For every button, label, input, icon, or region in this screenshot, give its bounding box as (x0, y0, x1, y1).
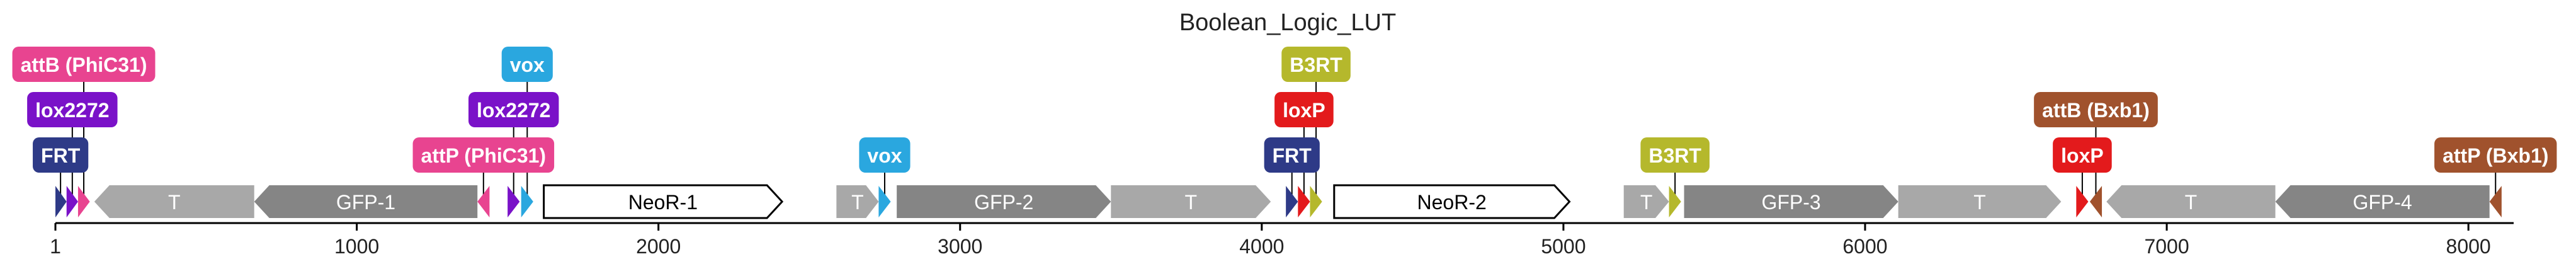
lox2272-label-2-text: lox2272 (477, 99, 550, 122)
axis-tick-label: 3000 (938, 235, 982, 258)
b3rt-label-1-box (1281, 47, 1351, 82)
loxp-label-1: loxP (1274, 92, 1334, 127)
neor-2-label: NeoR-2 (1417, 191, 1487, 214)
figure-title: Boolean_Logic_LUT (1179, 9, 1396, 36)
vox-label-2-text: vox (867, 144, 902, 167)
axis-tick-label: 1000 (334, 235, 379, 258)
attb-bxb1-label-box (2034, 92, 2158, 127)
gfp-1 (254, 185, 478, 218)
attb-phic31-label: attB (PhiC31) (12, 47, 156, 82)
lox2272-label-1-box (27, 92, 118, 127)
gfp-3-label: GFP-3 (1761, 191, 1820, 214)
frt-label-1: FRT (33, 137, 89, 173)
attp-bxb1-label: attP (Bxb1) (2434, 137, 2557, 173)
attp-phic31-label-text: attP (PhiC31) (421, 144, 547, 167)
frt-label-2-text: FRT (1273, 144, 1312, 167)
b3rt-label-2: B3RT (1640, 137, 1710, 173)
attp-phic31-label: attP (PhiC31) (412, 137, 555, 173)
terminator-5 (1898, 185, 2062, 218)
lox2272-label-2-box (468, 92, 559, 127)
loxp-label-2-box (2053, 137, 2112, 173)
attb-bxb1-label-text: attB (Bxb1) (2042, 99, 2150, 122)
loxP-site-1 (1298, 186, 1310, 217)
lox2272-label-1-text: lox2272 (35, 99, 109, 122)
attb-bxb1-label: attB (Bxb1) (2034, 92, 2158, 127)
neor-1 (543, 184, 784, 219)
axis-tick-label: 1 (50, 235, 61, 258)
terminator-3-label: T (1184, 191, 1197, 214)
vox-label-1: vox (501, 47, 553, 82)
frt-label-1-text: FRT (41, 144, 81, 167)
FRT-site-2 (1286, 186, 1298, 217)
axis-tick-label: 7000 (2144, 235, 2189, 258)
lox2272-site-1 (66, 186, 78, 217)
b3rt-label-1-text: B3RT (1290, 54, 1342, 76)
gfp-1-label: GFP-1 (336, 191, 395, 214)
loxp-label-2-text: loxP (2061, 144, 2104, 167)
frt-label-1-box (33, 137, 89, 173)
attp-phic31-label-box (412, 137, 555, 173)
terminator-1-label: T (168, 191, 181, 214)
axis-tick-label: 4000 (1239, 235, 1284, 258)
vox-label-1-box (501, 47, 553, 82)
gfp-4 (2275, 185, 2490, 218)
attp-bxb1-label-text: attP (Bxb1) (2443, 144, 2548, 167)
loxp-label-1-box (1274, 92, 1334, 127)
feature-labels: FRT lox2272 attB (PhiC31) attP (PhiC31) lox2… (12, 47, 2557, 173)
axis-tick-label: 6000 (1842, 235, 1887, 258)
gfp-4-label: GFP-4 (2352, 191, 2412, 214)
terminator-6-label: T (2185, 191, 2198, 214)
neor-1-label: NeoR-1 (628, 191, 698, 214)
feature-track: T GFP-1 NeoR-1 T GFP-2 T NeoR-2 T GFP-3 T T GFP-4 (55, 184, 2502, 219)
attB-bxb1-site (2089, 186, 2102, 217)
vox-site-2 (878, 186, 891, 217)
vox-label-2-box (859, 137, 911, 173)
terminator-4-label: T (1640, 191, 1653, 214)
terminator-5-label: T (1973, 191, 1986, 214)
B3RT-site-1 (1310, 186, 1322, 217)
lox2272-label-1: lox2272 (27, 92, 118, 127)
lox2272-site-2 (508, 186, 520, 217)
attb-phic31-label-box (12, 47, 156, 82)
neor-2 (1333, 184, 1571, 219)
loxP-site-2 (2076, 186, 2089, 217)
terminator-6 (2106, 185, 2276, 218)
axis-tick-label: 5000 (1541, 235, 1586, 258)
vox-site-1 (521, 186, 533, 217)
b3rt-label-2-box (1640, 137, 1710, 173)
axis-tick-label: 2000 (636, 235, 681, 258)
attB-phic31-site (77, 186, 90, 217)
gfp-3 (1684, 185, 1898, 218)
loxp-label-1-text: loxP (1283, 99, 1325, 122)
frt-label-2: FRT (1264, 137, 1320, 173)
attb-phic31-label-text: attB (PhiC31) (21, 54, 147, 76)
sequence-axis: 1 1000 2000 3000 4000 5000 6000 7000 8000 (50, 222, 2514, 258)
terminator-3 (1111, 185, 1271, 218)
vox-label-2: vox (859, 137, 911, 173)
attP-bxb1-site (2489, 186, 2502, 217)
terminator-1 (94, 185, 254, 218)
b3rt-label-2-text: B3RT (1648, 144, 1701, 167)
label-connectors (60, 64, 2497, 198)
B3RT-site-2 (1669, 186, 1681, 217)
terminator-4 (1623, 185, 1669, 218)
gfp-2-label: GFP-2 (974, 191, 1033, 214)
axis-tick-label: 8000 (2446, 235, 2491, 258)
FRT-site-1 (55, 186, 67, 217)
frt-label-2-box (1264, 137, 1320, 173)
b3rt-label-1: B3RT (1281, 47, 1351, 82)
attP-phic31-site (477, 186, 490, 217)
lox2272-label-2: lox2272 (468, 92, 559, 127)
gfp-2 (897, 185, 1111, 218)
attp-bxb1-label-box (2434, 137, 2557, 173)
terminator-2-label: T (851, 191, 864, 214)
terminator-2 (836, 185, 879, 218)
vox-label-1-text: vox (510, 54, 545, 76)
loxp-label-2: loxP (2053, 137, 2112, 173)
